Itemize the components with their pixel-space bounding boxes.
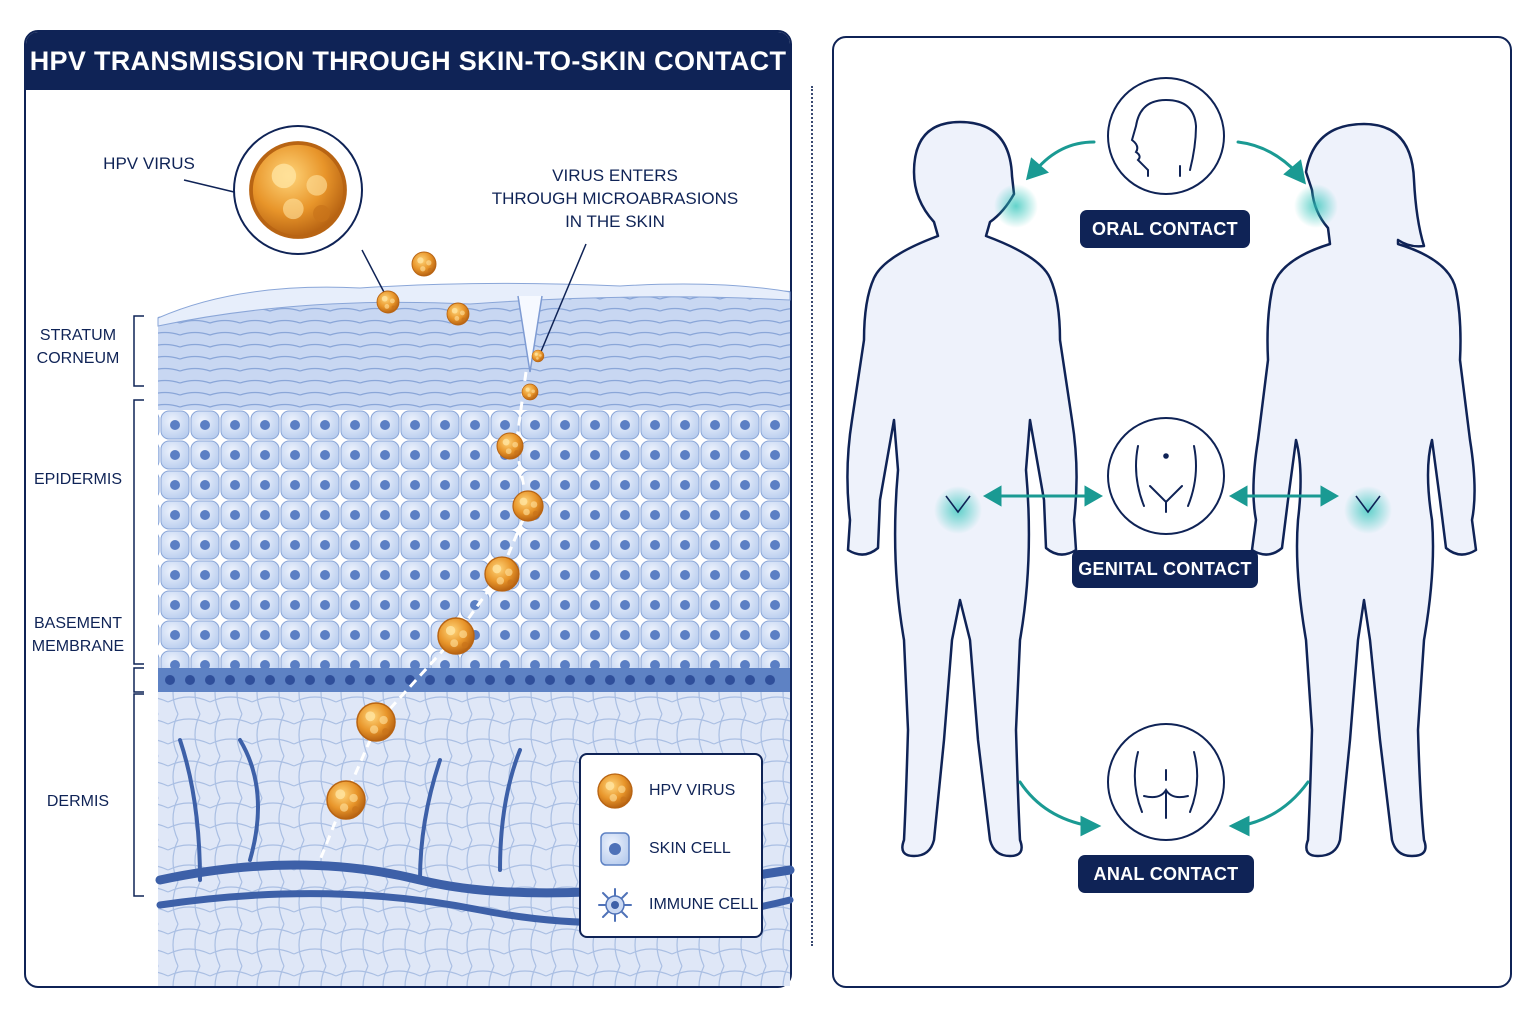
stratum-corneum-layer xyxy=(158,288,790,410)
basement-membrane-label: BASEMENT MEMBRANE xyxy=(31,615,125,655)
legend: HPV VIRUS SKIN CELL IMMUNE CELL xyxy=(579,753,763,938)
virus-callout-label: HPV VIRUS xyxy=(103,154,195,173)
dermis-label: DERMIS xyxy=(46,793,110,810)
virus-entry-path xyxy=(318,251,545,861)
legend-item-skin-cell: SKIN CELL xyxy=(595,829,731,869)
layer-brackets xyxy=(133,315,144,897)
entry-callout-line-3: IN THE SKIN xyxy=(565,212,665,231)
virus-magnifier xyxy=(183,125,387,297)
anal-contact-label: ANAL CONTACT xyxy=(1078,855,1254,893)
genital-contact-label: GENITAL CONTACT xyxy=(1072,550,1258,588)
page-title: HPV TRANSMISSION THROUGH SKIN-TO-SKIN CO… xyxy=(26,32,790,90)
stratum-corneum-label: STRATUM CORNEUM xyxy=(36,327,120,367)
entry-callout: VIRUS ENTERS THROUGH MICROABRASIONS IN T… xyxy=(480,164,750,233)
immune-cell-icon xyxy=(598,888,632,922)
entry-callout-line-2: THROUGH MICROABRASIONS xyxy=(491,189,739,208)
legend-item-hpv-virus: HPV VIRUS xyxy=(595,771,735,811)
entry-callout-line xyxy=(539,243,587,355)
transmission-arrows xyxy=(982,140,1340,837)
contact-highlights xyxy=(934,184,1392,534)
genital-icon xyxy=(1107,417,1225,535)
panel-divider xyxy=(811,86,813,946)
oral-contact-label: ORAL CONTACT xyxy=(1080,210,1250,248)
head-icon xyxy=(1107,77,1225,195)
legend-item-immune-cell: IMMUNE CELL xyxy=(595,885,758,925)
epidermis-layer xyxy=(158,410,790,670)
hpv-virus-icon xyxy=(597,773,633,809)
route-icons xyxy=(1107,77,1225,841)
entry-callout-line-1: VIRUS ENTERS xyxy=(552,166,678,185)
skin-cell-icon xyxy=(600,832,630,866)
anal-icon xyxy=(1107,723,1225,841)
epidermis-label: EPIDERMIS xyxy=(33,471,122,488)
